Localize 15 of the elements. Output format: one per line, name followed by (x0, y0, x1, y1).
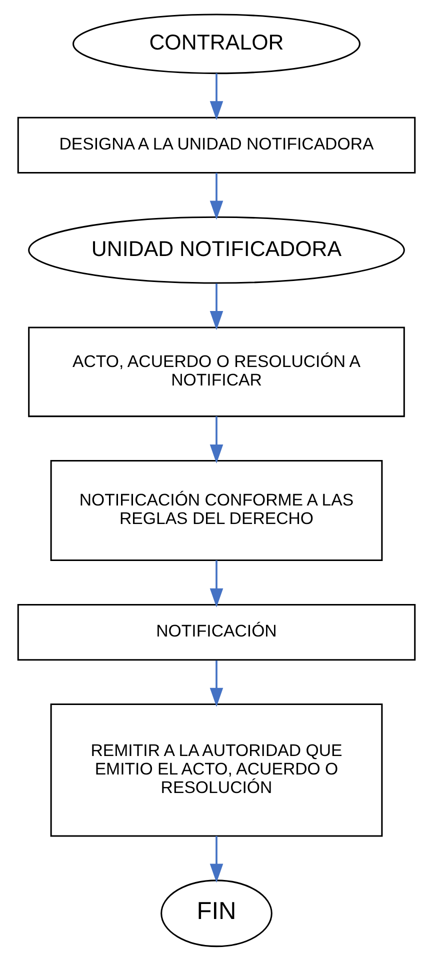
arrow (210, 416, 224, 464)
arrow (210, 836, 224, 883)
node-ellipse: CONTRALOR (72, 14, 360, 74)
arrow (210, 560, 224, 608)
node-ellipse: UNIDAD NOTIFICADORA (28, 216, 405, 284)
node-box: DESIGNA A LA UNIDAD NOTIFICADORA (17, 116, 416, 174)
node-box: NOTIFICACIÓN (17, 604, 416, 661)
node-box: NOTIFICACIÓN CONFORME A LAS REGLAS DEL DERECHO (50, 460, 383, 562)
node-box: REMITIR A LA AUTORIDAD QUE EMITIO EL ACTO, ACUERDO O RESOLUCIÓN (50, 704, 383, 837)
node-box: ACTO, ACUERDO O RESOLUCIÓN A NOTIFICAR (28, 326, 405, 418)
arrow (210, 73, 224, 120)
arrow (210, 660, 224, 707)
arrow (210, 283, 224, 330)
node-ellipse: FIN (160, 880, 272, 948)
arrow (210, 172, 224, 220)
